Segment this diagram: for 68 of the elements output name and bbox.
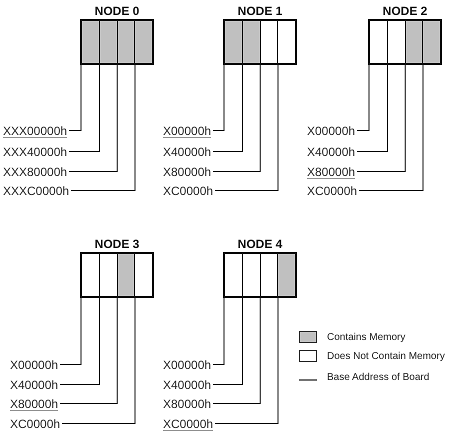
leader-line: [60, 298, 100, 385]
leader-line: [356, 64, 388, 152]
leader-line: [356, 64, 406, 172]
leader-line: [62, 298, 136, 424]
node-title: NODE 0: [94, 4, 140, 18]
memory-cell: [422, 19, 442, 65]
leader-line: [358, 64, 424, 191]
memory-cell: [134, 19, 154, 65]
leader-line: [356, 64, 370, 131]
memory-cell: [242, 19, 260, 65]
memory-cell: [80, 19, 99, 65]
leader-line: [68, 64, 118, 172]
address-label: X80000h: [163, 164, 212, 178]
memory-cell: [98, 19, 116, 65]
address-label: XC0000h: [163, 417, 214, 431]
address-label: X80000h: [307, 164, 356, 178]
node-title: NODE 2: [382, 4, 428, 18]
leader-line: [212, 298, 261, 404]
legend-text: Does Not Contain Memory: [327, 351, 445, 363]
leader-line: [212, 64, 243, 152]
leader-line: [214, 298, 278, 424]
node-title: NODE 4: [238, 237, 282, 251]
leader-line: [68, 64, 82, 131]
leader-line: [212, 64, 224, 131]
memory-cell: [223, 252, 242, 298]
memory-cell: [260, 19, 278, 65]
memory-cell: [134, 252, 154, 298]
address-label: X00000h: [307, 124, 356, 138]
address-label: X00000h: [163, 124, 212, 138]
leader-line: [212, 298, 224, 365]
memory-cell: [368, 19, 387, 65]
memory-cell: [98, 252, 116, 298]
memory-cell: [242, 252, 260, 298]
address-label: XC0000h: [163, 184, 214, 198]
address-label: XXX00000h: [3, 124, 68, 138]
address-label: X40000h: [163, 378, 212, 392]
node-title: NODE 1: [238, 4, 282, 18]
address-label: X00000h: [163, 358, 212, 372]
address-label: XXXC0000h: [3, 184, 70, 198]
memory-cell: [260, 252, 278, 298]
address-label: X40000h: [10, 378, 58, 392]
leader-line: [70, 64, 136, 191]
leader-line: [60, 298, 118, 404]
address-label: X40000h: [307, 144, 356, 158]
memory-cell: [386, 19, 404, 65]
memory-cell: [277, 19, 297, 65]
memory-cell: [277, 252, 297, 298]
legend-text: Contains Memory: [327, 332, 406, 344]
address-label: XXX40000h: [3, 144, 68, 158]
address-label: XC0000h: [10, 417, 60, 431]
address-label: X00000h: [10, 358, 58, 372]
address-label: XXX80000h: [3, 164, 68, 178]
address-label: X80000h: [163, 397, 212, 411]
address-label: XC0000h: [307, 184, 358, 198]
address-label: X80000h: [10, 397, 58, 411]
memory-cell: [116, 19, 134, 65]
memory-cell: [404, 19, 422, 65]
leader-line: [214, 64, 278, 191]
address-label: X40000h: [163, 144, 212, 158]
leader-line: [212, 298, 243, 385]
memory-cell: [80, 252, 99, 298]
leader-line: [60, 298, 82, 365]
leader-line: [212, 64, 261, 172]
memory-cell: [116, 252, 134, 298]
memory-cell: [223, 19, 242, 65]
leader-line: [68, 64, 100, 152]
legend-text: Base Address of Board: [327, 372, 430, 384]
node-title: NODE 3: [94, 237, 140, 251]
